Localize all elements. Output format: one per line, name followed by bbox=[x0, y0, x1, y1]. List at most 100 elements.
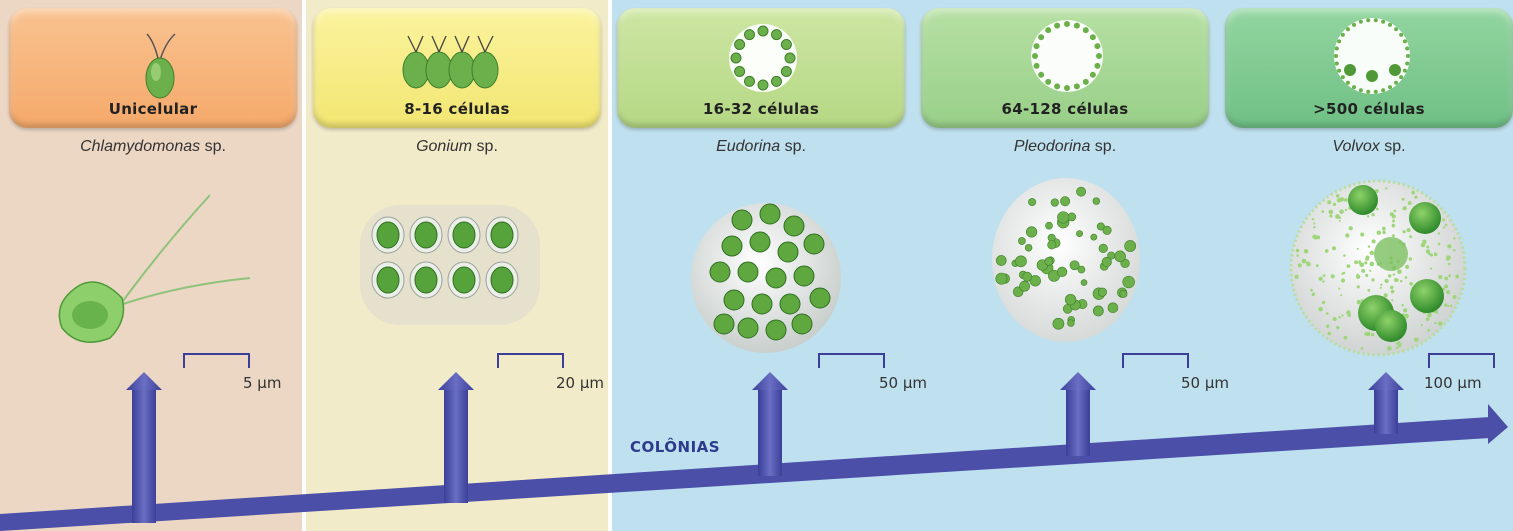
scale-label: 50 μm bbox=[1181, 374, 1230, 392]
cell bbox=[1391, 214, 1396, 219]
cell bbox=[1124, 240, 1137, 252]
cell bbox=[1452, 295, 1457, 300]
cell bbox=[1019, 280, 1031, 292]
cell bbox=[1096, 53, 1102, 59]
cell bbox=[1391, 299, 1394, 302]
cell bbox=[1393, 209, 1397, 213]
cell bbox=[1442, 226, 1446, 229]
cell bbox=[1405, 46, 1410, 51]
cell bbox=[1294, 274, 1299, 279]
cell bbox=[1366, 215, 1370, 218]
cell bbox=[1318, 307, 1323, 312]
cell bbox=[1364, 261, 1368, 265]
cell bbox=[1322, 274, 1326, 277]
cell bbox=[1414, 337, 1419, 343]
cell bbox=[1336, 325, 1340, 330]
cell bbox=[1092, 197, 1101, 205]
cell bbox=[759, 203, 781, 225]
cell bbox=[1365, 255, 1370, 260]
cell bbox=[1406, 228, 1411, 233]
cell bbox=[1341, 314, 1344, 317]
cell bbox=[1064, 85, 1070, 91]
cell bbox=[1453, 248, 1456, 252]
species-name: Chlamydomonas sp. bbox=[80, 138, 226, 155]
cell bbox=[780, 39, 792, 50]
cell bbox=[1338, 287, 1341, 290]
cell bbox=[1395, 278, 1399, 282]
cell bbox=[1332, 316, 1337, 321]
cell bbox=[1404, 276, 1408, 279]
cell bbox=[1097, 287, 1107, 297]
chlamydomonas-icon bbox=[145, 33, 176, 99]
cell bbox=[709, 261, 731, 283]
cell bbox=[723, 289, 745, 311]
cell bbox=[1406, 54, 1410, 58]
cell bbox=[1402, 68, 1407, 73]
cell bbox=[1305, 261, 1310, 265]
cell bbox=[1448, 274, 1452, 278]
cell bbox=[1386, 345, 1392, 351]
cell bbox=[1422, 239, 1427, 245]
header-label: >500 células bbox=[1313, 100, 1425, 118]
cell bbox=[1339, 197, 1345, 202]
cell bbox=[1033, 62, 1040, 69]
cell bbox=[1348, 226, 1353, 231]
header-label: Unicelular bbox=[108, 100, 198, 118]
cell bbox=[734, 39, 746, 50]
cell bbox=[1331, 246, 1337, 251]
cell bbox=[1376, 207, 1379, 211]
cell bbox=[1315, 264, 1319, 268]
cell bbox=[995, 255, 1007, 266]
cell bbox=[1444, 303, 1448, 307]
cell bbox=[1387, 274, 1392, 278]
cell bbox=[1314, 237, 1317, 240]
cell bbox=[1402, 39, 1407, 44]
cell bbox=[730, 52, 742, 64]
cell bbox=[490, 221, 514, 249]
cell bbox=[1327, 200, 1332, 205]
header-label: 64-128 células bbox=[1001, 100, 1129, 118]
cell bbox=[791, 313, 813, 335]
cell bbox=[1318, 276, 1323, 281]
eudorina-illustration bbox=[691, 203, 841, 353]
cell bbox=[771, 75, 782, 87]
cell bbox=[1076, 186, 1087, 197]
cell bbox=[1356, 299, 1362, 305]
cell bbox=[1316, 235, 1321, 240]
eudorina-icon bbox=[729, 24, 797, 92]
cell bbox=[757, 25, 769, 37]
cell bbox=[1340, 294, 1343, 297]
cell bbox=[757, 79, 769, 91]
cell bbox=[1447, 244, 1452, 249]
cell bbox=[1430, 253, 1434, 257]
scale-bar bbox=[1122, 353, 1189, 368]
cell bbox=[1447, 262, 1451, 266]
cell bbox=[1052, 317, 1065, 330]
cell bbox=[1346, 264, 1351, 269]
cell bbox=[1313, 222, 1316, 225]
cell bbox=[1343, 335, 1348, 340]
cell bbox=[765, 267, 787, 289]
scale-label: 50 μm bbox=[879, 374, 928, 392]
cell bbox=[1442, 218, 1446, 222]
cell bbox=[1437, 242, 1441, 246]
cell bbox=[1345, 80, 1350, 85]
cell bbox=[1332, 202, 1337, 207]
cell bbox=[1391, 234, 1395, 238]
cell bbox=[1366, 89, 1371, 94]
cell bbox=[1384, 278, 1389, 284]
cell bbox=[1397, 344, 1402, 348]
cell bbox=[1324, 249, 1329, 253]
cell bbox=[1076, 230, 1083, 238]
cell bbox=[1391, 223, 1396, 228]
cell bbox=[1073, 83, 1080, 90]
cell bbox=[1354, 260, 1359, 265]
header-tab-volvox: >500 células bbox=[1225, 8, 1513, 128]
cell bbox=[1369, 269, 1372, 272]
cell bbox=[803, 233, 825, 255]
cell bbox=[376, 221, 400, 249]
cell bbox=[1398, 340, 1401, 344]
cell bbox=[1438, 274, 1443, 280]
cell bbox=[1370, 332, 1375, 337]
cell bbox=[1455, 274, 1460, 279]
